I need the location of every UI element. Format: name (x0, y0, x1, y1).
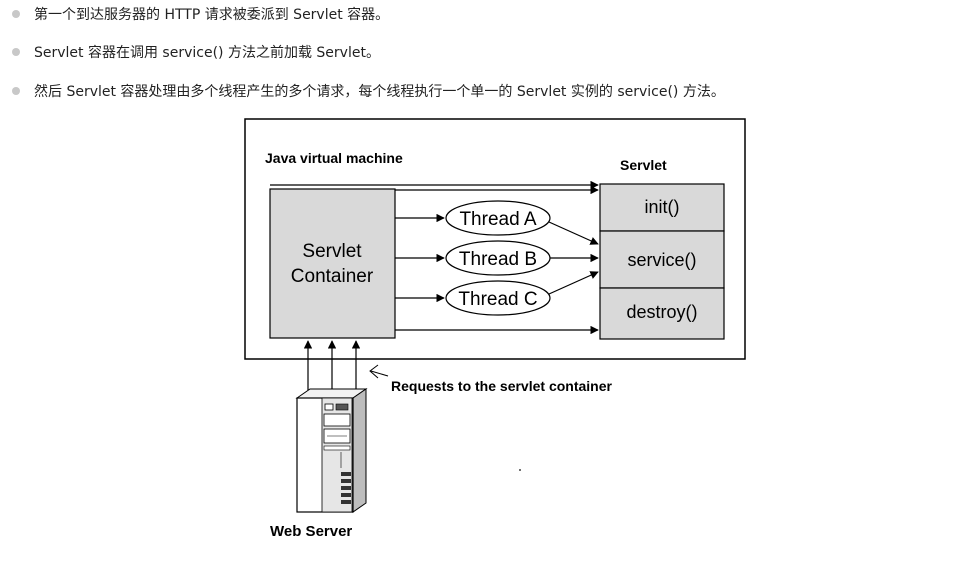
servlet-heading: Servlet (620, 157, 667, 173)
method-destroy-box (599, 287, 725, 340)
web-server-icon (295, 388, 368, 513)
bullet-text: 然后 Servlet 容器处理由多个线程产生的多个请求，每个线程执行一个单一的 … (34, 84, 725, 100)
bullet-dot-icon (12, 87, 20, 95)
thread-a-ellipse (445, 200, 551, 236)
bullet-item: 第一个到达服务器的 HTTP 请求被委派到 Servlet 容器。 (12, 3, 389, 25)
bullet-item: Servlet 容器在调用 service() 方法之前加载 Servlet。 (12, 41, 380, 63)
bullet-text: 第一个到达服务器的 HTTP 请求被委派到 Servlet 容器。 (34, 7, 390, 23)
jvm-label: Java virtual machine (265, 150, 403, 166)
thread-b-label: Thread B (459, 249, 537, 270)
method-init-label: init() (645, 197, 680, 217)
requests-pointer-line (370, 370, 389, 377)
requests-label: Requests to the servlet container (391, 378, 613, 394)
container-label-line1: Servlet (302, 241, 362, 262)
method-destroy-label: destroy() (626, 302, 697, 322)
method-service-box (599, 230, 725, 289)
arrow-thread-a-service (548, 221, 599, 245)
bullet-item: 然后 Servlet 容器处理由多个线程产生的多个请求，每个线程执行一个单一的 … (12, 80, 725, 102)
thread-c-label: Thread C (458, 289, 537, 310)
web-server-label: Web Server (270, 523, 352, 540)
requests-pointer-head (369, 364, 379, 379)
container-label-line2: Container (291, 266, 374, 287)
method-service-label: service() (627, 250, 696, 270)
thread-a-label: Thread A (459, 209, 536, 230)
method-init-box (599, 183, 725, 232)
servlet-container-box (269, 188, 396, 339)
bullet-text: Servlet 容器在调用 service() 方法之前加载 Servlet。 (34, 45, 380, 61)
bullet-dot-icon (12, 10, 20, 18)
stray-dot (519, 469, 521, 471)
thread-c-ellipse (445, 280, 551, 316)
bullet-dot-icon (12, 48, 20, 56)
arrow-thread-c-service (548, 271, 599, 295)
